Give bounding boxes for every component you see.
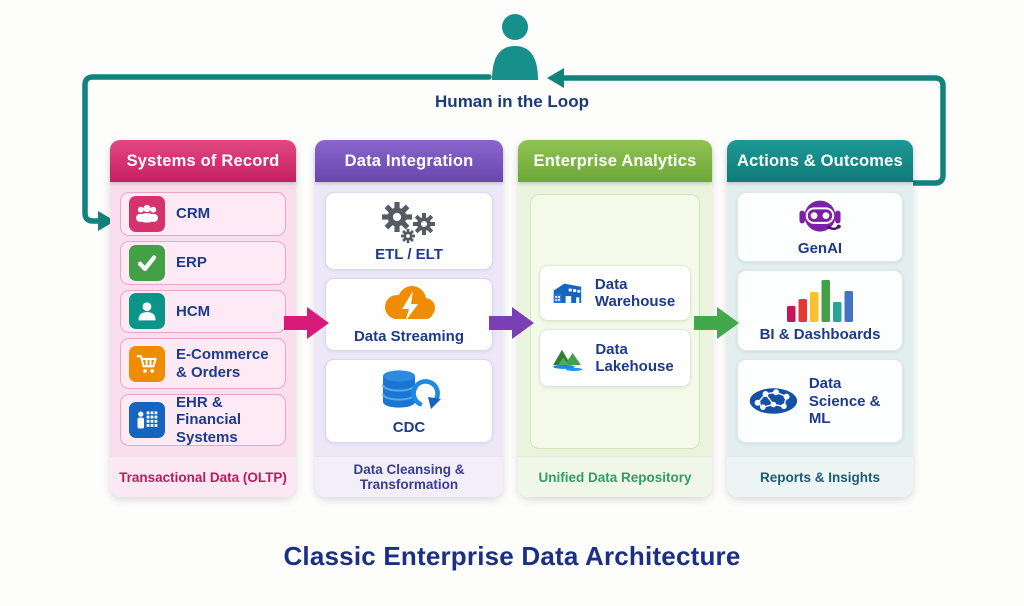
column-footer-repository: Unified Data Repository	[518, 456, 712, 497]
item-label: E-Commerce & Orders	[176, 346, 269, 381]
page-title: Classic Enterprise Data Architecture	[283, 541, 741, 571]
item-label: Data Streaming	[353, 328, 465, 346]
list-item-erp: ERP	[120, 240, 286, 285]
card-data-lakehouse: Data Lakehouse	[539, 329, 691, 387]
card-data-warehouse: Data Warehouse	[539, 265, 691, 321]
column-enterprise-analytics: Enterprise Analytics Data Warehouse	[518, 140, 712, 497]
hcm-person-icon	[129, 293, 165, 330]
ehr-finance-icon	[129, 402, 165, 438]
column-header-enterprise-analytics: Enterprise Analytics	[518, 140, 712, 182]
flow-arrow-pink	[284, 307, 329, 339]
flow-arrow-purple	[489, 307, 534, 339]
item-label: Data Lakehouse	[595, 340, 674, 375]
human-person-icon	[492, 14, 538, 80]
column-data-integration: Data Integration	[315, 140, 503, 497]
unified-repository-box: Data Warehouse Data Lakehouse	[530, 194, 700, 449]
list-item-ehr-financial: EHR & Financial Systems	[120, 394, 286, 446]
flow-arrow-green	[694, 307, 739, 339]
item-label: HCM	[176, 302, 211, 320]
lakehouse-mountains-icon	[553, 349, 583, 371]
card-data-streaming: Data Streaming	[325, 277, 493, 352]
warehouse-building-icon	[553, 283, 582, 303]
item-label: CRM	[176, 205, 211, 223]
column-actions-outcomes: Actions & Outcomes GenAI	[727, 140, 913, 497]
list-item-crm: CRM	[120, 192, 286, 236]
card-etl-elt: ETL / ELT	[325, 192, 493, 270]
erp-checkmark-icon	[129, 244, 165, 281]
item-label: CDC	[392, 419, 426, 437]
card-cdc: CDC	[325, 359, 493, 443]
card-genai: GenAI	[737, 192, 903, 262]
item-label: ERP	[176, 254, 207, 272]
column-systems-of-record: Systems of Record CRM ERP	[110, 140, 296, 497]
card-bi-dashboards: BI & Dashboards	[737, 269, 903, 352]
cloud-lightning-icon	[385, 286, 435, 323]
column-footer-cleansing: Data Cleansing & Transformation	[315, 456, 503, 497]
human-in-loop-label: Human in the Loop	[435, 92, 589, 111]
column-footer-reports: Reports & Insights	[727, 456, 913, 497]
column-footer-oltp: Transactional Data (OLTP)	[110, 456, 296, 497]
card-data-science-ml: Data Science & ML	[737, 359, 903, 443]
column-header-systems-of-record: Systems of Record	[110, 140, 296, 182]
bar-chart-icon	[787, 279, 853, 322]
genai-robot-icon	[799, 200, 841, 232]
column-header-actions-outcomes: Actions & Outcomes	[727, 140, 913, 182]
gears-icon	[382, 201, 435, 243]
database-sync-icon	[382, 370, 441, 410]
item-label: EHR & Financial Systems	[176, 394, 242, 446]
network-nodes-icon	[749, 388, 798, 414]
crm-people-icon	[129, 195, 165, 232]
loop-arrowhead-left	[547, 68, 564, 88]
item-label: Data Warehouse	[594, 275, 676, 310]
ecommerce-cart-icon	[129, 345, 165, 382]
item-label: ETL / ELT	[375, 245, 443, 263]
item-label: GenAI	[797, 240, 843, 258]
column-header-data-integration: Data Integration	[315, 140, 503, 182]
item-label: BI & Dashboards	[759, 325, 881, 343]
list-item-ecommerce: E-Commerce & Orders	[120, 338, 286, 389]
item-label: Data Science & ML	[808, 375, 881, 427]
list-item-hcm: HCM	[120, 289, 286, 334]
